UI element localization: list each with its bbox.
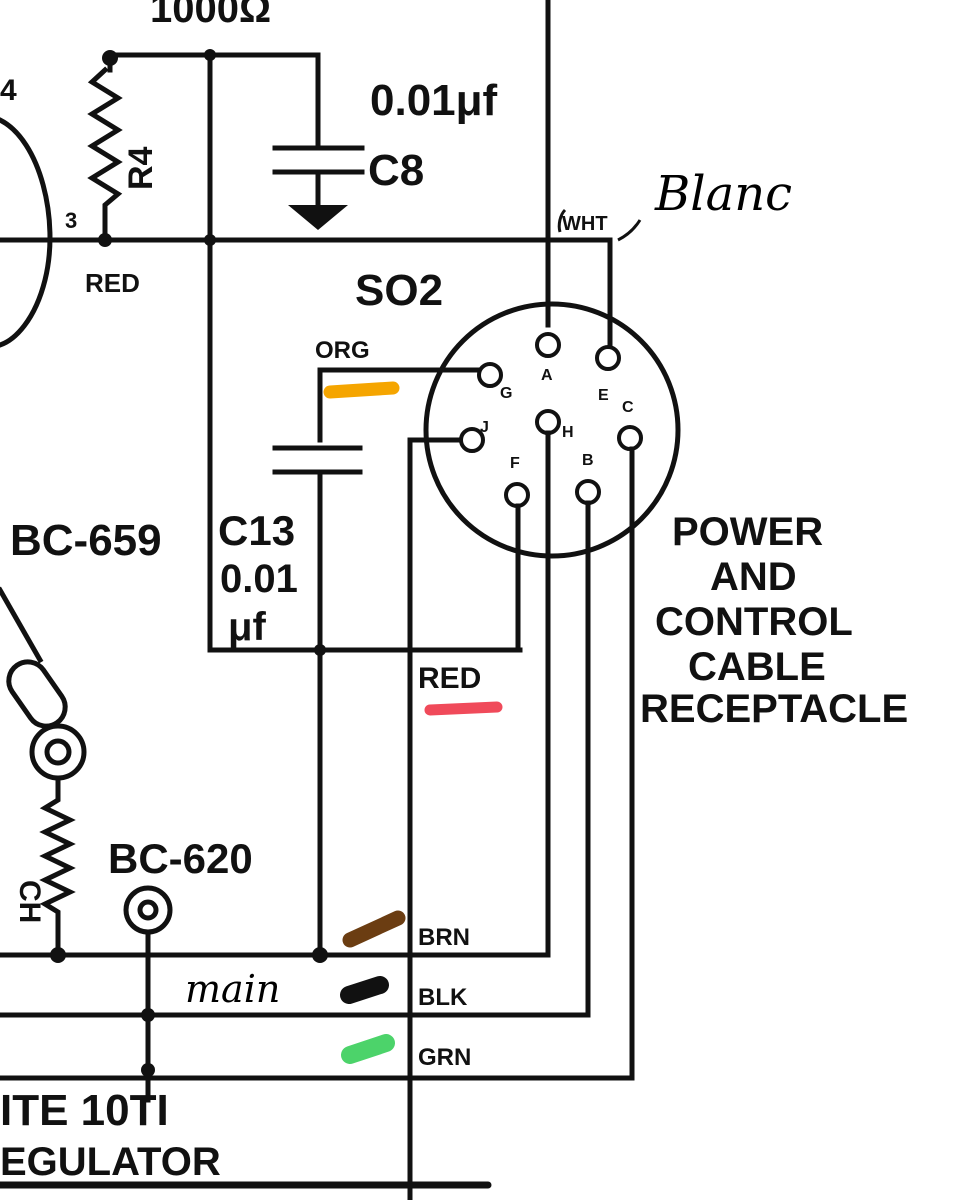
red-wire-lower [407, 437, 463, 1200]
pin-c-label: C [622, 399, 634, 416]
rheostat [0, 586, 87, 958]
brn-label: BRN [418, 924, 470, 951]
pin-f-label: F [510, 455, 520, 472]
top-wires [102, 49, 321, 653]
rheostat-label: ITE 10TI [0, 1086, 169, 1135]
pin-e-label: E [598, 387, 609, 404]
red-swatch [424, 701, 503, 716]
pin-h-label: H [562, 424, 574, 441]
pin-a-label: A [541, 367, 553, 384]
grn-label: GRN [418, 1044, 471, 1071]
regulator-label: EGULATOR [0, 1140, 221, 1184]
blk-label: BLK [418, 984, 468, 1011]
black-swatch [340, 976, 389, 1004]
c8-capacitor [272, 145, 365, 230]
orange-swatch [323, 381, 400, 399]
bc620-jack [123, 885, 173, 1103]
c8-value-label: 0.01μf [370, 76, 498, 125]
tube-outline [0, 117, 53, 348]
pin-4-label: 4 [0, 74, 17, 107]
pin-j-label: J [480, 419, 489, 436]
c13-capacitor [272, 445, 363, 958]
pin-b-label: B [582, 452, 594, 469]
power-label-3: CONTROL [655, 600, 853, 644]
red-top-label: RED [85, 268, 140, 298]
so2-label: SO2 [355, 266, 443, 315]
pin-3-label: 3 [65, 208, 77, 233]
power-label-1: POWER [672, 510, 823, 554]
r4-name-label: R4 [122, 146, 160, 190]
green-swatch [341, 1034, 395, 1064]
power-label-2: AND [710, 555, 797, 599]
receptacle-pins [459, 332, 643, 508]
blanc-annotation: Blanc [654, 166, 792, 222]
r4-resistor [87, 66, 123, 243]
so2-receptacle [423, 301, 681, 559]
pin-g-label: G [500, 385, 512, 402]
c13-value-label-2: μf [228, 605, 266, 649]
c13-value-label-1: 0.01 [220, 557, 298, 601]
wht-label: WHT [562, 213, 608, 235]
brown-swatch [342, 910, 406, 948]
bc620-label: BC-620 [108, 835, 253, 882]
side-mark-label: CH [13, 880, 46, 923]
c8-name-label: C8 [368, 146, 424, 195]
main-annotation: main [185, 967, 280, 1011]
r4-value-label: 1000Ω [150, 0, 271, 31]
power-label-4: CABLE [688, 645, 826, 689]
org-label: ORG [315, 337, 370, 364]
bc659-label: BC-659 [10, 516, 162, 565]
power-label-5: RECEPTACLE [640, 687, 908, 731]
c13-name-label: C13 [218, 507, 295, 554]
red-mid-label: RED [418, 662, 481, 695]
